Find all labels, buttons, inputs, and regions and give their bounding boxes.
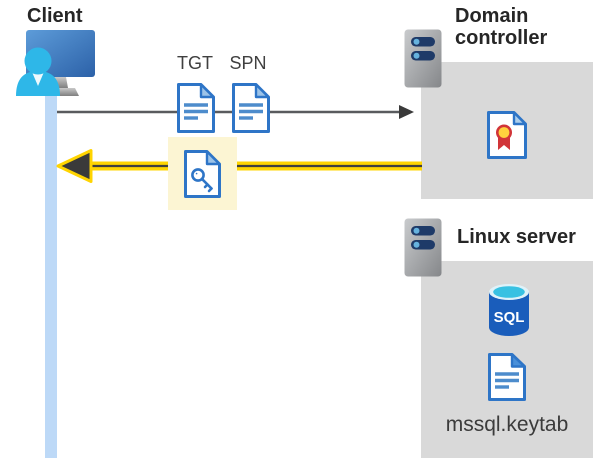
person-icon <box>16 47 60 96</box>
client-label: Client <box>27 5 83 27</box>
sql-icon-text: SQL <box>494 309 525 326</box>
response-arrow <box>56 149 422 183</box>
keytab-filename-label: mssql.keytab <box>445 413 569 436</box>
certificate-icon <box>487 111 527 159</box>
sql-database-icon: SQL <box>489 284 529 336</box>
rosette-glyph <box>496 124 512 150</box>
keytab-document-icon <box>488 353 526 401</box>
key-document-icon <box>184 150 221 198</box>
tgt-document-icon <box>177 83 215 133</box>
client-icon <box>16 30 95 96</box>
spn-label: SPN <box>229 53 267 73</box>
linux-server-label: Linux server <box>457 226 576 248</box>
domain-controller-server-icon <box>404 29 442 88</box>
linux-server-icon <box>404 218 442 277</box>
domain-controller-label: Domain controller <box>455 5 548 49</box>
client-lifeline-bar <box>45 94 57 458</box>
spn-document-icon <box>232 83 270 133</box>
tgt-label: TGT <box>177 53 213 73</box>
